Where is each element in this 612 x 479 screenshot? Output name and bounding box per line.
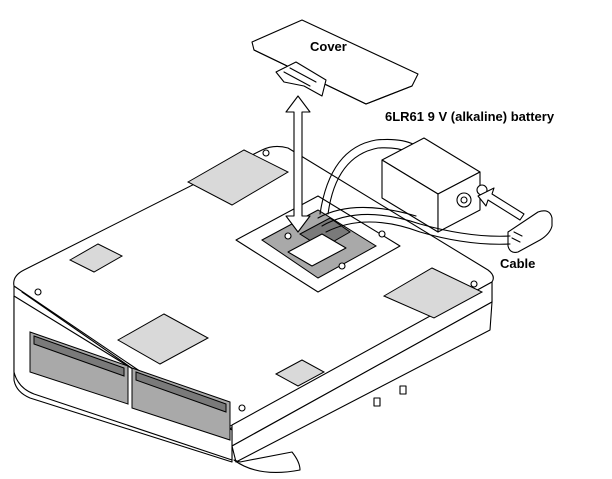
screw-top (262, 149, 270, 157)
screw-bottom (238, 404, 246, 412)
connector-detail (511, 231, 523, 243)
device-base (13, 145, 494, 473)
device-right-lower (231, 301, 493, 463)
side-mark-1 (373, 397, 381, 407)
compartment-post-1 (284, 232, 292, 240)
cover-tab-detail (283, 67, 317, 87)
pad-right-small (274, 359, 326, 387)
cover-tab (275, 61, 327, 97)
screws (34, 149, 478, 412)
snap-connector (507, 210, 553, 253)
rubber-pads (68, 149, 484, 387)
compartment-post-2 (338, 262, 346, 270)
label-cover: Cover (310, 39, 347, 54)
label-battery: 6LR61 9 V (alkaline) battery (385, 109, 555, 124)
cable-wire-2 (325, 221, 511, 245)
pad-top (186, 149, 290, 206)
cable-wire-3 (317, 206, 417, 219)
battery-terminal-1-inner (460, 196, 468, 204)
cable-wire-1 (321, 213, 511, 237)
pad-front (116, 313, 210, 365)
battery-9v (381, 137, 488, 233)
screw-right (470, 280, 478, 288)
compartment-ledge (287, 233, 347, 267)
front-slot-left-inner (33, 335, 125, 377)
cover-panel (251, 19, 419, 105)
pad-left-small (68, 243, 124, 273)
connector-arrow (477, 187, 525, 221)
compartment-post-3 (378, 230, 386, 238)
side-mark-2 (399, 385, 407, 395)
double-arrow-cover (285, 95, 311, 233)
device-foot (233, 451, 301, 473)
cover-body (251, 19, 419, 105)
front-slot-right-inner (135, 371, 227, 413)
screw-left (34, 288, 42, 296)
label-cable: Cable (500, 256, 535, 271)
pad-right (382, 267, 484, 319)
